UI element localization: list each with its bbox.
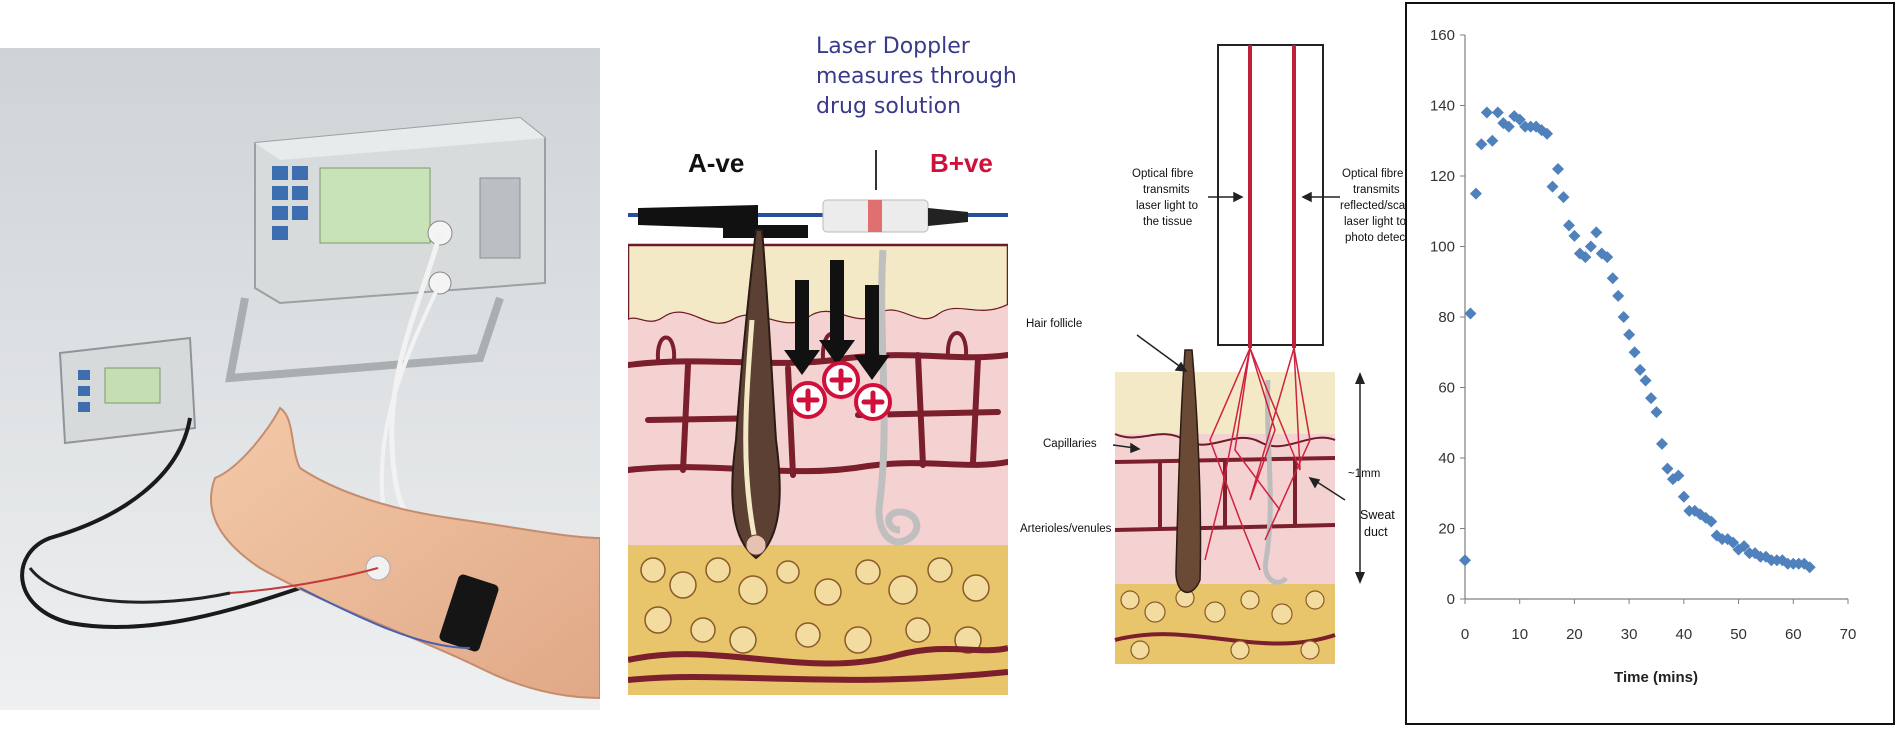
data-point bbox=[1623, 328, 1636, 341]
data-point bbox=[1584, 240, 1597, 253]
y-tick-label: 160 bbox=[1430, 27, 1455, 44]
data-point bbox=[1727, 536, 1740, 549]
right-fibre-text-1: Optical fibre bbox=[1342, 168, 1404, 180]
data-point bbox=[1650, 406, 1663, 419]
data-point bbox=[1480, 106, 1493, 119]
data-point bbox=[1694, 508, 1707, 521]
data-point bbox=[1508, 110, 1521, 123]
x-tick-label: 50 bbox=[1730, 626, 1747, 643]
data-point bbox=[1738, 540, 1751, 553]
data-point bbox=[1617, 311, 1630, 323]
skin-cross-section bbox=[625, 150, 1011, 695]
capillaries-label: Capillaries bbox=[1043, 438, 1097, 450]
data-point bbox=[1601, 251, 1614, 264]
data-point bbox=[1606, 272, 1619, 285]
hair-follicle-label: Hair follicle bbox=[1026, 318, 1083, 330]
data-point bbox=[1628, 346, 1641, 359]
data-point bbox=[1666, 473, 1679, 486]
data-point bbox=[1688, 504, 1701, 517]
data-point bbox=[1573, 247, 1586, 260]
y-tick-label: 60 bbox=[1438, 380, 1455, 397]
x-axis-title: Time (mins) bbox=[1614, 669, 1698, 686]
data-point bbox=[1546, 180, 1559, 193]
right-fibre-text-4: laser light to a bbox=[1344, 216, 1416, 228]
optical-fibre-diagram: Optical fibre transmits laser light to t… bbox=[1010, 0, 1435, 730]
y-tick-label: 20 bbox=[1438, 521, 1455, 538]
data-point bbox=[1579, 251, 1592, 264]
data-point bbox=[1459, 554, 1471, 567]
x-tick-label: 60 bbox=[1785, 626, 1802, 643]
x-tick-label: 70 bbox=[1840, 626, 1857, 643]
data-point bbox=[1541, 127, 1554, 140]
data-point bbox=[1645, 392, 1658, 405]
data-point bbox=[1705, 515, 1718, 528]
data-point bbox=[1491, 106, 1504, 119]
data-point bbox=[1759, 550, 1772, 563]
fibre-skin-section bbox=[1112, 44, 1365, 664]
laser-doppler-label-line-2: measures through bbox=[816, 64, 1017, 89]
y-tick-label: 80 bbox=[1438, 309, 1455, 326]
laser-doppler-label-line-1: Laser Doppler bbox=[816, 34, 970, 59]
left-fibre-text-3: laser light to bbox=[1136, 200, 1199, 212]
data-point bbox=[1677, 490, 1690, 503]
depth-label: ~1mm bbox=[1348, 468, 1381, 480]
data-point bbox=[1655, 437, 1668, 450]
sweat-duct-label-1: Sweat bbox=[1360, 508, 1395, 522]
data-point bbox=[1639, 374, 1652, 387]
y-tick-label: 100 bbox=[1430, 239, 1455, 256]
arterioles-venules-label: Arterioles/venules bbox=[1020, 523, 1112, 535]
x-tick-label: 0 bbox=[1461, 626, 1469, 643]
x-tick-label: 40 bbox=[1676, 626, 1693, 643]
data-point bbox=[1590, 226, 1603, 239]
y-tick-label: 140 bbox=[1430, 98, 1455, 115]
data-point bbox=[1464, 307, 1477, 320]
doppler-time-chart: 0 20 40 60 80 100 120 140 160 0 10 20 30 40 50 60 70 Ti… bbox=[1405, 2, 1895, 725]
data-point bbox=[1469, 187, 1482, 200]
left-fibre-text-1: Optical fibre bbox=[1132, 168, 1194, 180]
x-tick-group: 0 10 20 30 40 50 60 70 bbox=[1461, 599, 1857, 643]
positive-electrode-label: B+ve bbox=[930, 148, 993, 178]
chart-frame bbox=[1405, 2, 1895, 725]
data-point bbox=[1497, 117, 1510, 130]
y-tick-group: 0 20 40 60 80 100 120 140 160 bbox=[1430, 27, 1465, 608]
iontophoresis-skin-diagram: Laser Doppler measures through drug solu… bbox=[625, 0, 1017, 700]
data-point bbox=[1672, 469, 1685, 482]
laser-doppler-label-line-3: drug solution bbox=[816, 94, 962, 119]
data-point bbox=[1486, 134, 1499, 147]
data-point bbox=[1568, 229, 1581, 242]
data-point bbox=[1557, 191, 1570, 204]
right-fibre-text-2: transmits bbox=[1353, 184, 1400, 196]
y-tick-label: 40 bbox=[1438, 450, 1455, 467]
x-tick-label: 20 bbox=[1566, 626, 1583, 643]
left-fibre-text-2: transmits bbox=[1143, 184, 1190, 196]
device-photo-illustration bbox=[0, 48, 601, 710]
data-point bbox=[1776, 554, 1789, 567]
data-point bbox=[1803, 561, 1816, 574]
y-tick-label: 0 bbox=[1447, 591, 1455, 608]
data-point bbox=[1552, 162, 1565, 175]
x-tick-label: 30 bbox=[1621, 626, 1638, 643]
data-point bbox=[1612, 289, 1625, 302]
data-point bbox=[1502, 120, 1515, 133]
sweat-duct-label-2: duct bbox=[1364, 525, 1388, 539]
data-point bbox=[1562, 219, 1575, 232]
left-fibre-text-4: the tissue bbox=[1143, 216, 1193, 228]
data-point bbox=[1513, 113, 1526, 126]
data-point bbox=[1595, 247, 1608, 260]
negative-electrode-label: A-ve bbox=[688, 148, 745, 178]
data-point bbox=[1661, 462, 1674, 475]
right-fibre-text-5: photo detector bbox=[1345, 232, 1419, 244]
iontophoresis-device-photo bbox=[0, 48, 601, 710]
data-point-group bbox=[1459, 106, 1816, 574]
y-tick-label: 120 bbox=[1430, 168, 1455, 185]
data-point bbox=[1634, 363, 1647, 376]
x-tick-label: 10 bbox=[1511, 626, 1528, 643]
data-point bbox=[1475, 138, 1488, 151]
data-point bbox=[1699, 511, 1712, 524]
scatter-chart: 0 20 40 60 80 100 120 140 160 0 10 20 30 40 50 60 70 Ti… bbox=[1405, 2, 1895, 725]
